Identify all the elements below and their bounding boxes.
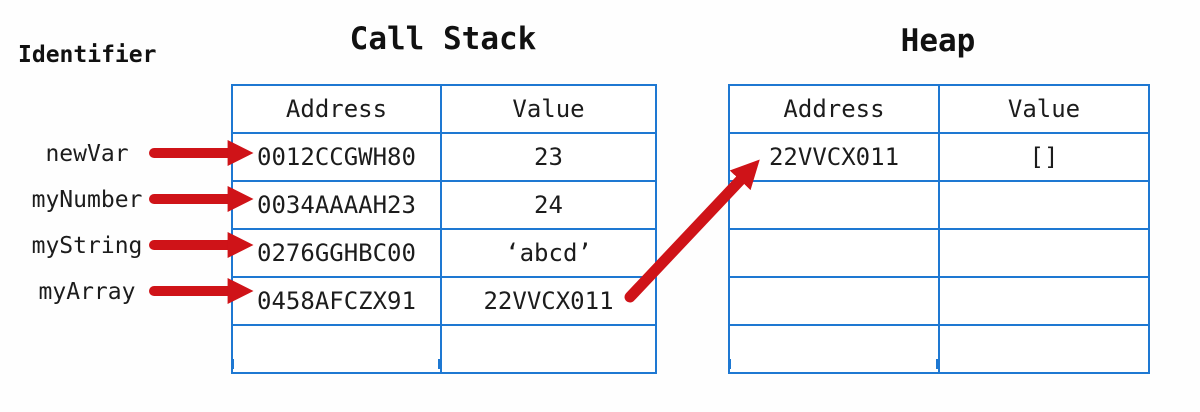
address-cell: 0276GGHBC00 [231,228,442,278]
address-cell: 0034AAAAH23 [231,180,442,230]
table-border-tick [936,359,939,369]
value-cell [938,180,1150,230]
table-row: 0034AAAAH23 24 [231,180,657,230]
identifier-column-title: Identifier [18,42,157,68]
table-row-empty [231,324,657,374]
identifier-label-mynumber: myNumber [31,187,143,213]
table-row: 0458AFCZX91 22VVCX011 [231,276,657,326]
table-row-empty [728,276,1150,326]
table-border-tick [438,359,441,369]
call-stack-header-address: Address [231,84,442,134]
table-row-empty [728,228,1150,278]
address-cell: 22VVCX011 [728,132,940,182]
value-cell: [] [938,132,1150,182]
address-cell [728,324,940,374]
table-border-tick [231,359,234,369]
heap-header-address: Address [728,84,940,134]
value-cell: 23 [440,132,657,182]
value-cell: 24 [440,180,657,230]
table-row: 0012CCGWH80 23 [231,132,657,182]
identifier-label-mystring: myString [31,233,143,259]
call-stack-title: Call Stack [349,21,537,57]
call-stack-table: Address Value 0012CCGWH80 23 0034AAAAH23… [231,84,657,374]
address-cell [231,324,442,374]
table-row: 22VVCX011 [] [728,132,1150,182]
table-row-empty [728,180,1150,230]
heap-header-value: Value [938,84,1150,134]
value-cell: ‘abcd’ [440,228,657,278]
call-stack-header-value: Value [440,84,657,134]
address-cell [728,228,940,278]
address-cell [728,180,940,230]
identifier-label-newvar: newVar [45,141,129,167]
table-row: 0276GGHBC00 ‘abcd’ [231,228,657,278]
heap-table: Address Value 22VVCX011 [] [728,84,1150,374]
heap-header-row: Address Value [728,84,1150,134]
value-cell [938,324,1150,374]
value-cell [938,276,1150,326]
heap-title: Heap [900,23,976,59]
value-cell [938,228,1150,278]
table-border-tick [728,359,731,369]
value-cell: 22VVCX011 [440,276,657,326]
identifier-label-myarray: myArray [38,279,136,305]
address-cell [728,276,940,326]
address-cell: 0012CCGWH80 [231,132,442,182]
value-cell [440,324,657,374]
address-cell: 0458AFCZX91 [231,276,442,326]
table-row-empty [728,324,1150,374]
call-stack-header-row: Address Value [231,84,657,134]
